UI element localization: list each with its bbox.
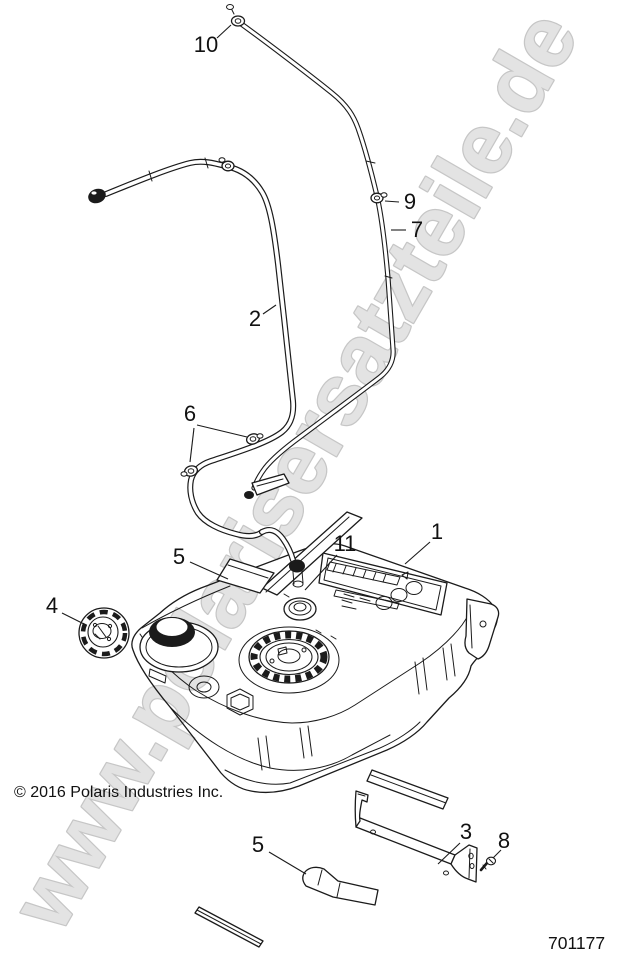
hose-clamp-mid-left (180, 465, 199, 477)
callout-9-label: 9 (404, 189, 416, 214)
fuel-line (88, 157, 305, 588)
callout-10: 10 (194, 24, 232, 57)
callout-1-label: 1 (431, 519, 443, 544)
foam-pad-upper (216, 558, 275, 594)
foam-strip-right (366, 769, 449, 810)
tank-hex-recess (226, 688, 254, 716)
callout-3: 3 (437, 819, 472, 865)
tread-hatch (332, 563, 387, 583)
tank-top-left-edge (141, 585, 231, 629)
foam-pad-lower (302, 866, 379, 906)
tank-skirt-seam (224, 721, 421, 785)
tank-front-ribs (257, 643, 456, 771)
tank-hex-recess-inner (230, 693, 250, 711)
callout-5-lower-label: 5 (252, 832, 264, 857)
callout-1: 1 (404, 519, 443, 565)
tank-front-edge (139, 609, 473, 724)
label-text-ticks (341, 593, 371, 610)
foam-rod (194, 906, 264, 948)
callout-9: 9 (384, 189, 416, 214)
copyright-text: © 2016 Polaris Industries Inc. (14, 784, 223, 801)
callout-5-upper-label: 5 (173, 544, 185, 569)
vent-fitting-boss (283, 597, 317, 621)
callout-4: 4 (46, 593, 85, 625)
fuel-pump-ring (238, 626, 340, 694)
hose-clamp-left (218, 157, 235, 172)
hose-clamp-mid-right (245, 433, 264, 445)
callout-11: 11 (304, 531, 357, 591)
callout-2-label: 2 (249, 306, 261, 331)
callout-8-label: 8 (498, 828, 510, 853)
vent-line-fitting (244, 473, 290, 499)
callout-2: 2 (249, 304, 277, 331)
callout-6-label: 6 (184, 401, 196, 426)
mounting-screw (479, 856, 497, 872)
vent-line (237, 20, 396, 499)
tank-mounting-bracket (464, 598, 500, 660)
callout-10-label: 10 (194, 32, 218, 57)
callout-4-label: 4 (46, 593, 58, 618)
callout-11-label: 11 (334, 531, 357, 556)
callout-3-label: 3 (460, 819, 472, 844)
callouts: 1 2 3 4 5 5 6 7 (46, 24, 510, 875)
hose-clamp-vent (370, 192, 388, 204)
tank-round-recess-inner (196, 681, 212, 693)
callout-7-label: 7 (411, 217, 423, 242)
hose-clamp-top (226, 4, 246, 27)
filler-neck (139, 617, 219, 673)
tank-round-recess (188, 675, 220, 699)
callout-8: 8 (492, 828, 510, 859)
fuel-cap (78, 607, 130, 659)
elbow-fitting (289, 559, 305, 588)
tank-slot (148, 668, 167, 684)
warning-label-panel (318, 552, 448, 616)
tank-strap (354, 790, 478, 883)
callout-7: 7 (391, 217, 423, 242)
part-number-text: 701177 (548, 933, 605, 953)
fuel-tank (131, 543, 500, 793)
callout-6: 6 (184, 401, 248, 463)
callout-5-upper: 5 (173, 544, 229, 580)
callout-5-lower: 5 (252, 832, 307, 875)
